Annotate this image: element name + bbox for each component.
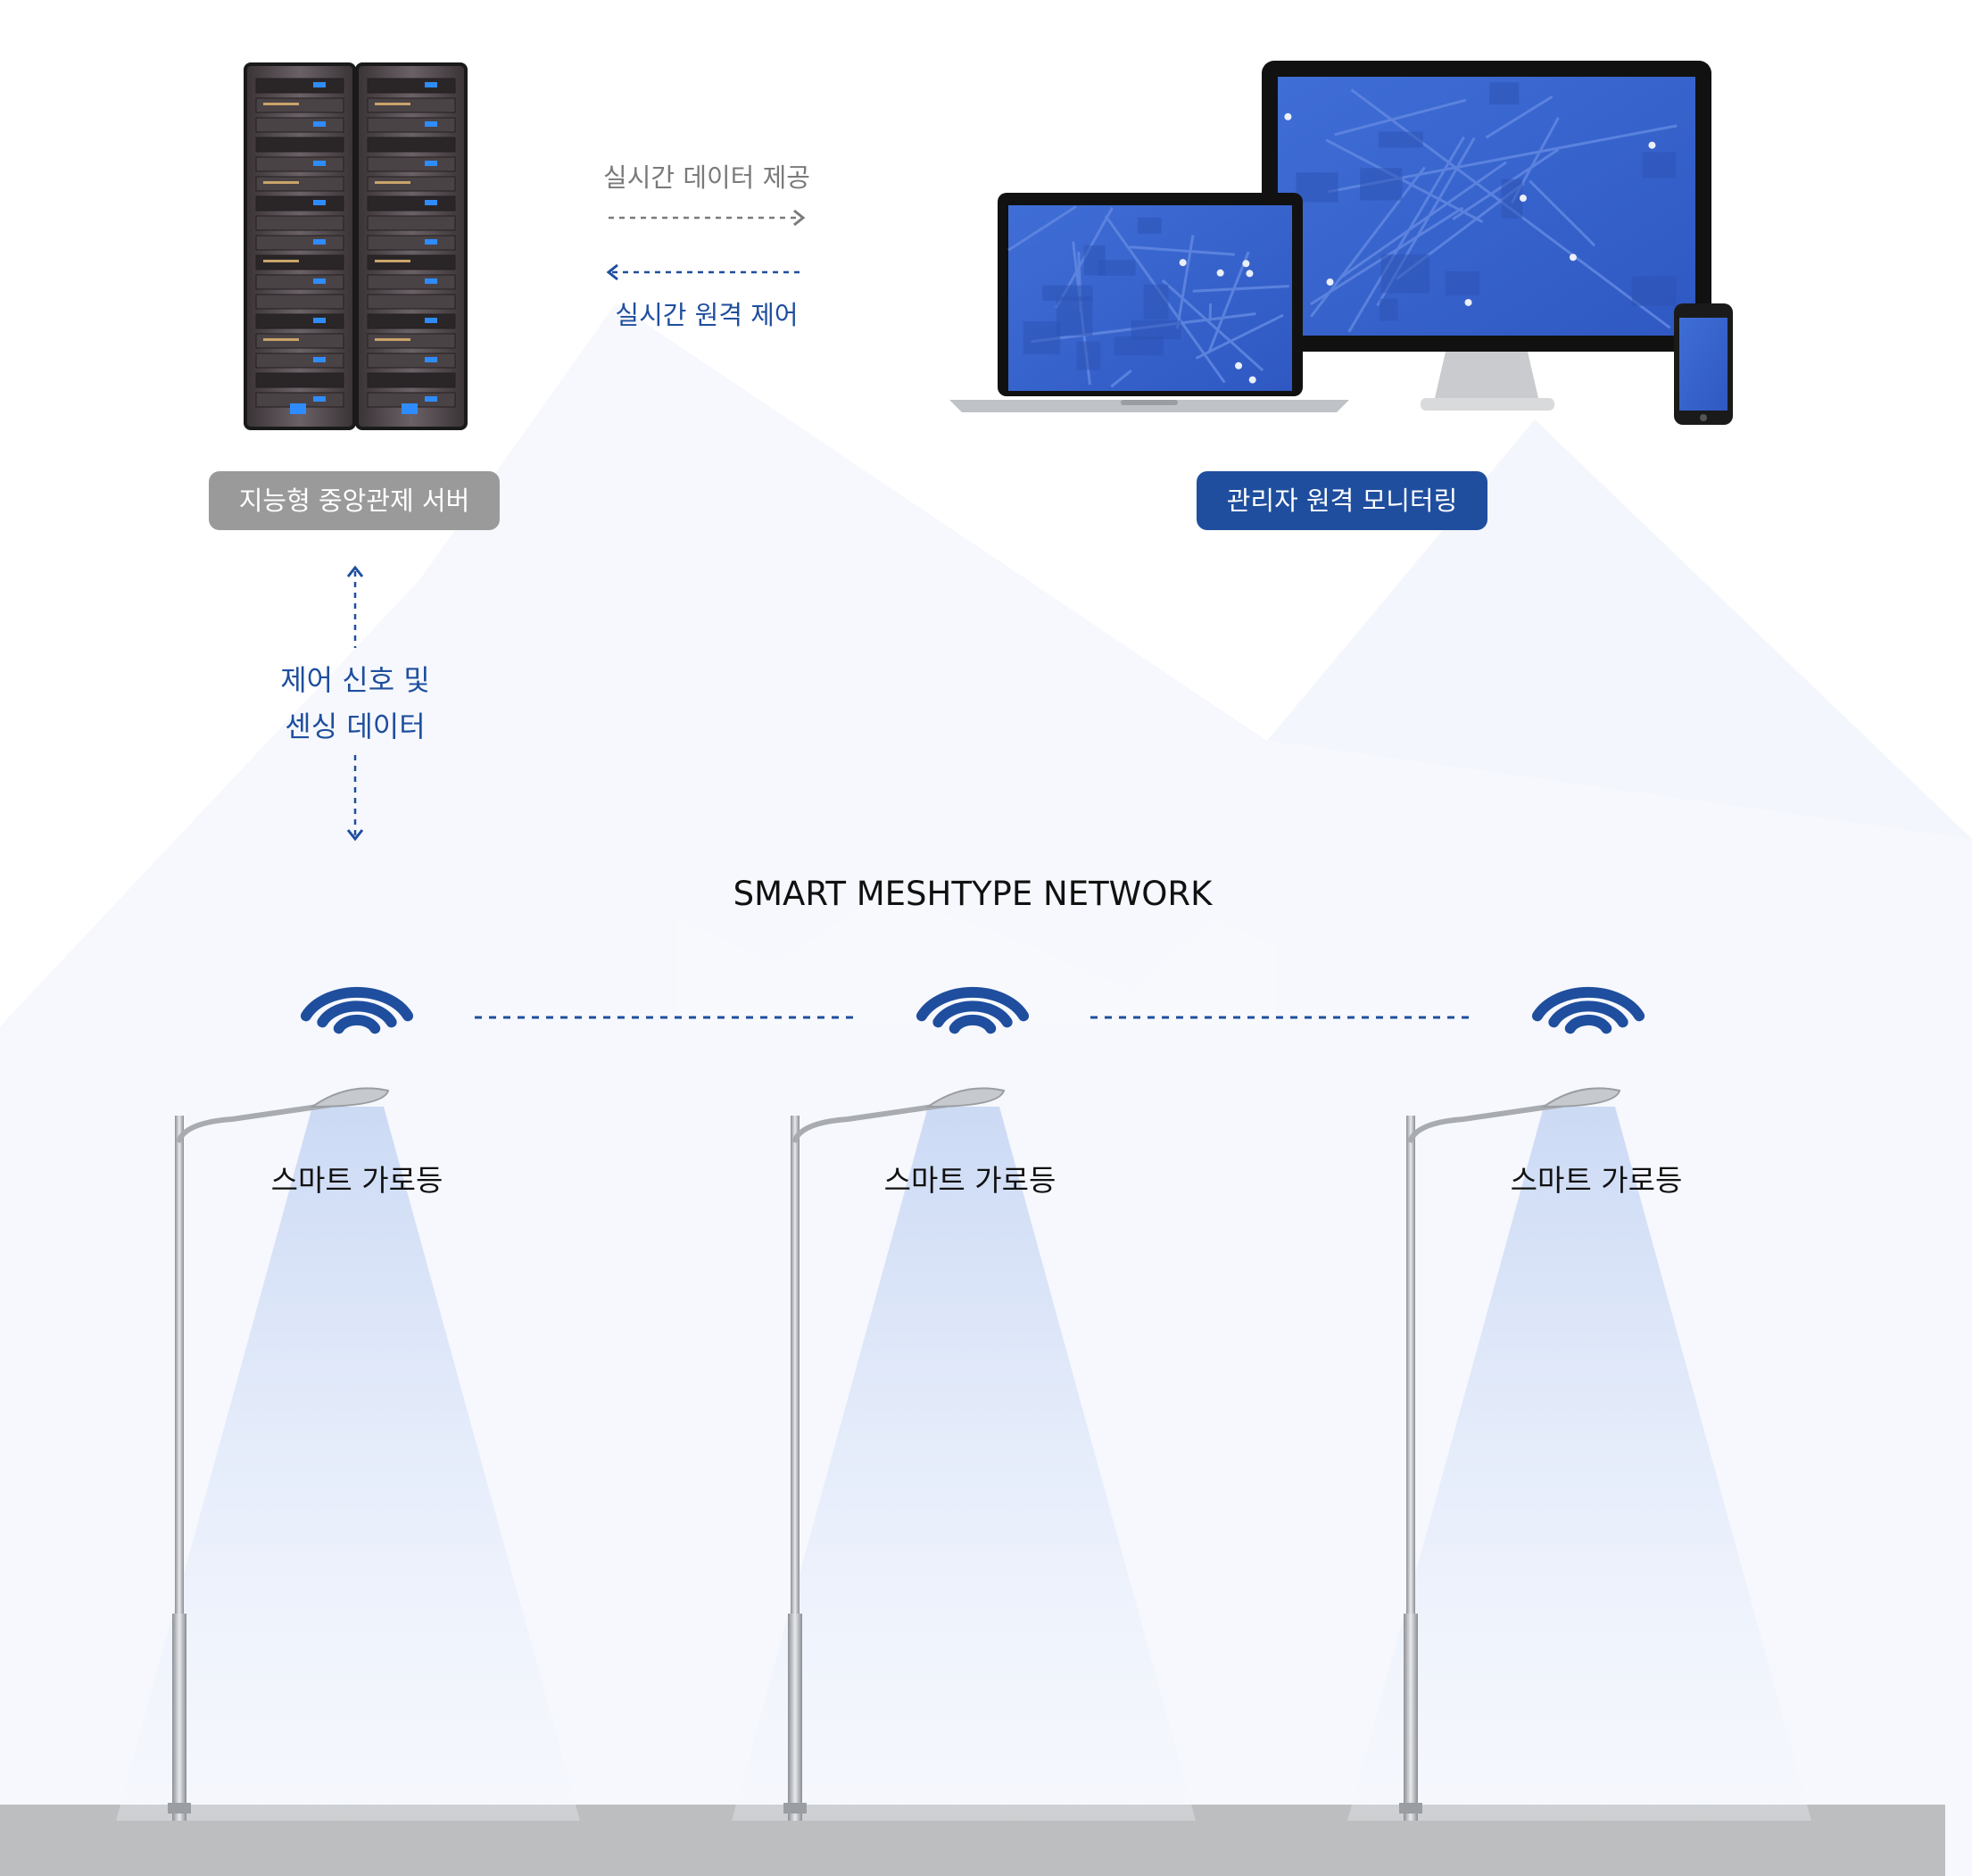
flow-label-control: 실시간 원격 제어 (615, 300, 799, 330)
lamp-head (309, 1087, 390, 1108)
background-shape-notch (678, 892, 1276, 1026)
monitor-icon (1262, 61, 1711, 411)
streetlight-2 (732, 986, 1196, 1821)
pole (1406, 1116, 1415, 1821)
smartphone-icon (1674, 303, 1733, 425)
streetlight-3 (1347, 986, 1811, 1821)
streetlight-label-1: 스마트 가로등 (270, 1163, 443, 1198)
pole (175, 1116, 184, 1821)
server-badge: 지능형 중앙관제 서버 (209, 471, 500, 530)
server-rack-icon (244, 62, 468, 430)
monitoring-badge: 관리자 원격 모니터링 (1197, 471, 1487, 530)
wifi-icon (300, 986, 414, 1034)
pole-arm (1407, 1102, 1562, 1144)
vertical-flow-label: 제어 신호 및 센싱 데이터 (280, 657, 430, 750)
flow-arrow-to-monitor (609, 209, 806, 227)
lamp-head (1540, 1087, 1621, 1108)
light-beam (732, 1107, 1196, 1821)
pole-arm (176, 1102, 331, 1144)
flow-label-data: 실시간 데이터 제공 (603, 162, 810, 193)
lamp-head (924, 1087, 1006, 1108)
streetlight-label-3: 스마트 가로등 (1510, 1163, 1683, 1198)
light-beam (1347, 1107, 1811, 1821)
streetlight-1 (116, 986, 580, 1821)
vertical-flow-label-line2: 센싱 데이터 (285, 710, 426, 743)
background-shape-right (1267, 419, 1972, 839)
laptop-icon (949, 193, 1349, 412)
pole-arm (791, 1102, 947, 1144)
wifi-icon (916, 986, 1030, 1034)
vertical-flow-label-line1: 제어 신호 및 (280, 663, 430, 697)
pole (791, 1116, 800, 1821)
flow-arrow-vertical (346, 565, 364, 842)
flow-arrow-to-server (606, 263, 805, 281)
network-title: SMART MESHTYPE NETWORK (733, 875, 1213, 913)
wifi-icon (1531, 986, 1645, 1034)
light-beam (116, 1107, 580, 1821)
streetlight-label-2: 스마트 가로등 (883, 1163, 1056, 1198)
